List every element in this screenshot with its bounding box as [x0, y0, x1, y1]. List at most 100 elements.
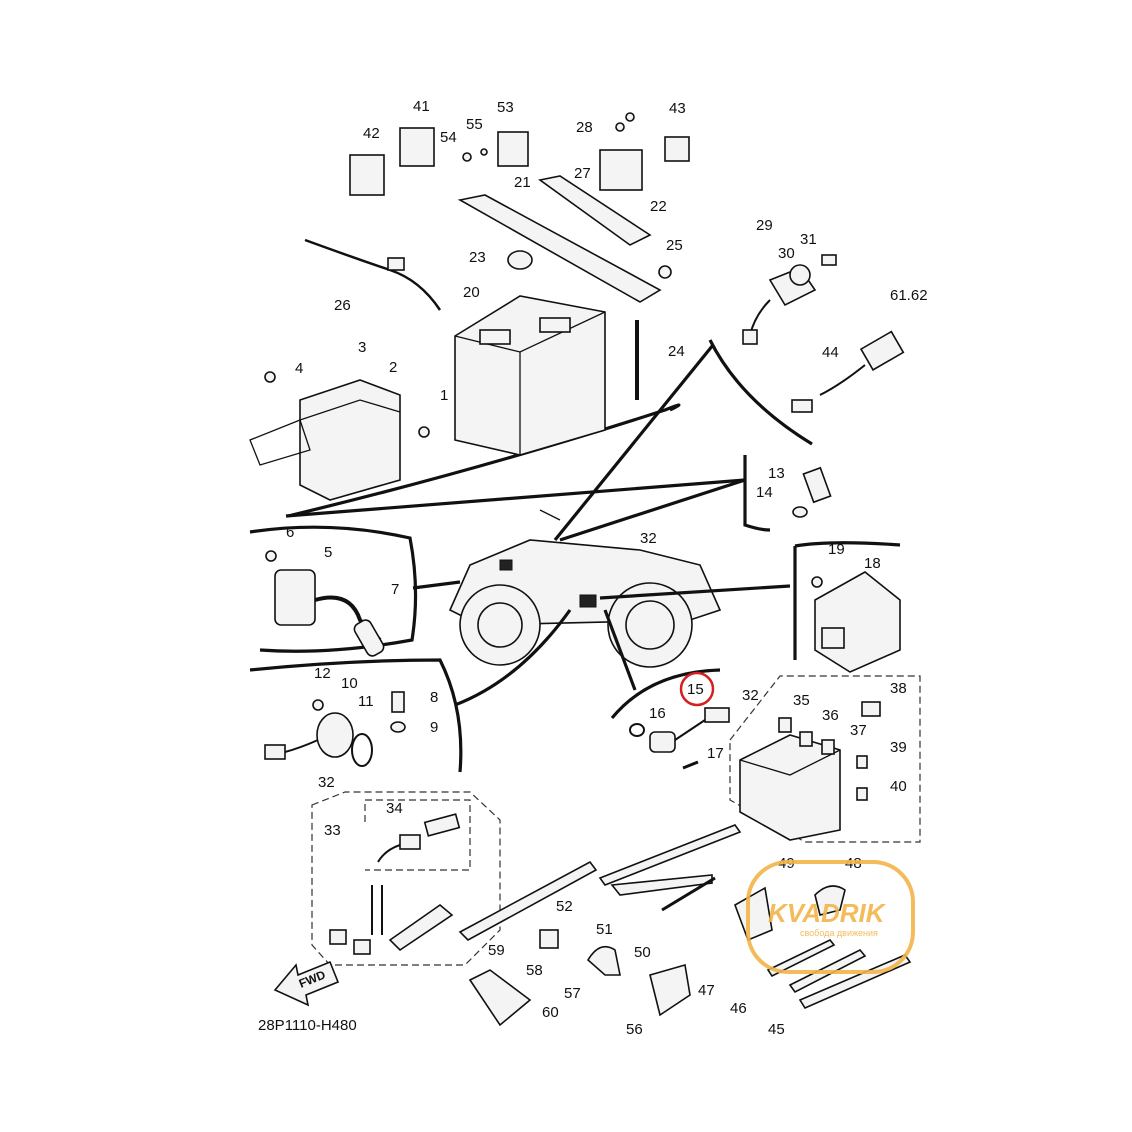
part-label: 41 [413, 98, 430, 115]
part-label: 1 [440, 387, 448, 404]
part-label: 37 [850, 722, 867, 739]
part-label: 61.62 [890, 287, 928, 304]
clamp-48 [814, 885, 846, 916]
sensor-10 [264, 699, 373, 767]
part-label: 45 [768, 1021, 785, 1038]
part-label: 3 [358, 339, 366, 356]
part-label: 9 [430, 719, 438, 736]
part-label: 26 [334, 297, 351, 314]
battery [454, 295, 606, 456]
brand-watermark: KVADRIK свобода движения [746, 860, 915, 974]
part-label: 42 [363, 125, 380, 142]
clamp-60 [468, 969, 532, 1027]
atv-vehicle [448, 509, 722, 668]
part-label: 30 [778, 245, 795, 262]
watermark-name: KVADRIK [768, 898, 887, 928]
part-label: 8 [430, 689, 438, 706]
battery-strap [538, 175, 652, 246]
cable-tie-52 [598, 824, 742, 886]
part-label: 58 [526, 962, 543, 979]
part-label: 56 [626, 1021, 643, 1038]
fuse-box-group [729, 675, 921, 843]
starter-relay-53 [497, 131, 529, 167]
part-label: 54 [440, 129, 457, 146]
part-label: 43 [669, 100, 686, 117]
part-label: 39 [890, 739, 907, 756]
part-label: 11 [358, 693, 374, 710]
forward-arrow: FWD [273, 960, 340, 1007]
cable-tie-59 [458, 860, 598, 941]
clamp-49 [734, 886, 773, 942]
part-label: 35 [793, 692, 810, 709]
clamp-56 [649, 963, 691, 1017]
part-label: 60 [542, 1004, 559, 1021]
switch-44 [791, 330, 905, 413]
clamp-58 [539, 929, 559, 949]
part-label: 38 [890, 680, 907, 697]
part-label: 6 [286, 524, 294, 541]
cable-tie-47 [766, 939, 836, 978]
cable-tie-50 [661, 876, 716, 912]
part-label: 59 [488, 942, 505, 959]
part-label: 13 [768, 465, 785, 482]
part-label: 23 [469, 249, 486, 266]
main-switch [742, 254, 837, 345]
part-label: 24 [668, 343, 685, 360]
part-label: 17 [707, 745, 724, 762]
watermark-tagline: свобода движения [800, 928, 878, 938]
cable-tie-51 [610, 874, 713, 896]
neutral-switch [390, 691, 406, 733]
relay-42 [349, 154, 385, 196]
part-label: 32 [742, 687, 759, 704]
part-label: 14 [756, 484, 773, 501]
part-label: 5 [324, 544, 332, 561]
sensor-13 [792, 466, 832, 518]
part-label: 33 [324, 822, 341, 839]
top-group [249, 112, 905, 518]
relay-43 [664, 136, 690, 162]
part-label: 21 [514, 174, 531, 191]
part-label: 40 [890, 778, 907, 795]
part-label: 36 [822, 707, 839, 724]
nut [658, 265, 672, 279]
relay-41 [399, 127, 435, 167]
battery-bracket [457, 194, 662, 303]
part-label: 31 [800, 231, 817, 248]
part-label: 52 [556, 898, 573, 915]
part-labels: 1 2 3 4 5 6 7 8 9 10 11 12 13 14 15 16 1… [286, 98, 928, 1038]
highlight-ring [679, 671, 715, 707]
part-label: 25 [666, 237, 683, 254]
part-label: 19 [828, 541, 845, 558]
part-label: 18 [864, 555, 881, 572]
part-label-highlighted: 15 [687, 681, 704, 698]
part-label: 2 [389, 359, 397, 376]
part-label: 10 [341, 675, 358, 692]
part-label: 50 [634, 944, 651, 961]
part-label: 32 [318, 774, 335, 791]
clamp-57 [586, 945, 621, 976]
diagram-code: 28P1110-H480 [258, 1017, 357, 1034]
part-label: 29 [756, 217, 773, 234]
sub-harness [304, 238, 442, 311]
part-label: 4 [295, 360, 303, 377]
rectifier-regulator [811, 571, 901, 673]
part-label: 20 [463, 284, 480, 301]
part-label: 47 [698, 982, 715, 999]
part-label: 16 [649, 705, 666, 722]
part-label: 51 [596, 921, 613, 938]
starter-relay-27 [599, 149, 643, 191]
part-label: 7 [391, 581, 399, 598]
part-label: 12 [314, 665, 331, 682]
part-label: 46 [730, 1000, 747, 1017]
part-label: 55 [466, 116, 483, 133]
ecu-unit [249, 371, 430, 501]
ignition-coil [265, 550, 385, 657]
callout-line [285, 478, 746, 518]
part-label: 27 [574, 165, 591, 182]
part-label: 22 [650, 198, 667, 215]
part-label: 34 [386, 800, 403, 817]
part-label: 44 [822, 344, 839, 361]
part-label: 32 [640, 530, 657, 547]
rubber-mount [507, 250, 533, 270]
